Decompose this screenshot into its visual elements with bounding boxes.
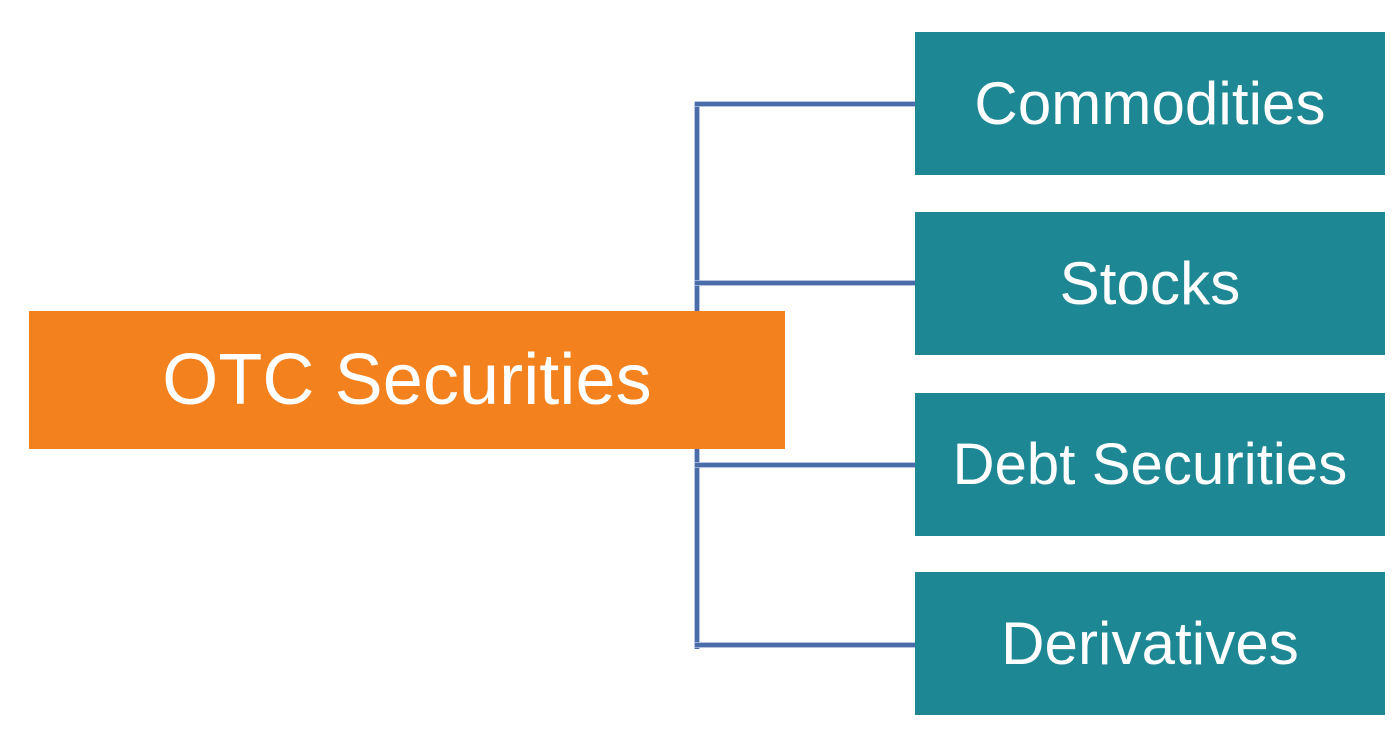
node-derivatives-label: Derivatives [1001,609,1299,677]
connector-spine-lower [695,449,699,649]
node-derivatives[interactable]: Derivatives [915,572,1385,715]
connector-branch-derivatives [695,643,917,647]
node-otc-securities[interactable]: OTC Securities [29,311,785,449]
connector-branch-stocks [695,281,917,285]
node-stocks[interactable]: Stocks [915,212,1385,355]
node-debt-securities-label: Debt Securities [952,431,1348,497]
node-debt-securities[interactable]: Debt Securities [915,393,1385,536]
node-commodities-label: Commodities [974,69,1326,137]
node-commodities[interactable]: Commodities [915,32,1385,175]
connector-branch-commodities [695,102,917,106]
connector-branch-debt-securities [695,463,917,467]
node-stocks-label: Stocks [1059,249,1241,317]
node-otc-securities-label: OTC Securities [162,340,652,420]
connector-spine-upper [695,102,699,313]
